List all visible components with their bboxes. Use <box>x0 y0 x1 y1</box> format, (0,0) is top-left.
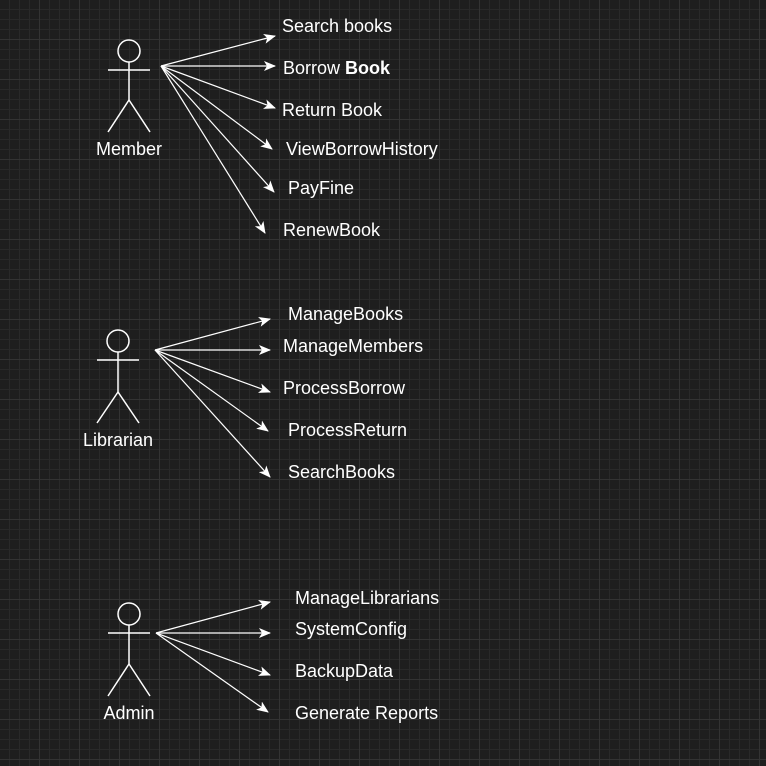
association-arrow-member-0[interactable] <box>160 33 276 67</box>
use-case-text: ManageBooks <box>288 304 404 324</box>
actor-librarian-figure <box>96 329 140 424</box>
association-arrow-member-2[interactable] <box>160 65 276 109</box>
use-case-text: Return Book <box>282 100 383 120</box>
use-case-librarian-1[interactable]: ManageMembers <box>283 336 423 356</box>
use-case-text: ProcessBorrow <box>283 378 406 398</box>
use-case-admin-1[interactable]: SystemConfig <box>295 619 407 639</box>
use-case-librarian-2[interactable]: ProcessBorrow <box>283 378 405 398</box>
actor-head <box>117 39 141 63</box>
actor-left-leg <box>107 99 130 133</box>
use-case-member-2[interactable]: Return Book <box>282 100 382 120</box>
use-case-admin-0[interactable]: ManageLibrarians <box>295 588 439 608</box>
use-case-librarian-4[interactable]: SearchBooks <box>288 462 395 482</box>
actor-head <box>106 329 130 353</box>
actor-right-leg <box>128 99 151 133</box>
use-case-text: ViewBorrowHistory <box>286 139 438 159</box>
use-case-text: ManageLibrarians <box>295 588 440 608</box>
use-case-bold-text: Book <box>345 58 391 78</box>
use-case-librarian-3[interactable]: ProcessReturn <box>288 420 407 440</box>
use-case-admin-3[interactable]: Generate Reports <box>295 703 438 723</box>
association-arrow-member-3[interactable] <box>160 65 273 150</box>
association-arrow-member-4[interactable] <box>160 65 275 193</box>
use-case-text: Generate Reports <box>295 703 439 723</box>
association-arrow-librarian-4[interactable] <box>154 349 271 478</box>
actor-admin-name[interactable]: Admin <box>103 703 155 723</box>
actor-member-name[interactable]: Member <box>95 139 163 159</box>
use-case-text: SystemConfig <box>295 619 408 639</box>
use-case-member-4[interactable]: PayFine <box>288 178 354 198</box>
association-arrow-admin-3[interactable] <box>155 632 269 713</box>
use-case-member-3[interactable]: ViewBorrowHistory <box>286 139 438 159</box>
use-case-librarian-0[interactable]: ManageBooks <box>288 304 403 324</box>
actor-admin-figure <box>107 602 151 697</box>
use-case-text: SearchBooks <box>288 462 396 482</box>
actor-head <box>117 602 141 626</box>
use-case-text: PayFine <box>288 178 355 198</box>
use-case-text: ProcessReturn <box>288 420 408 440</box>
actor-right-leg <box>128 663 151 697</box>
use-case-member-1[interactable]: Borrow Book <box>283 58 390 78</box>
association-arrow-admin-2[interactable] <box>155 632 271 676</box>
association-arrow-librarian-2[interactable] <box>154 349 271 393</box>
actor-member-figure <box>107 39 151 133</box>
use-case-text: RenewBook <box>283 220 381 240</box>
use-case-member-0[interactable]: Search books <box>282 16 392 36</box>
use-case-text: Search books <box>282 16 393 36</box>
use-case-text: ManageMembers <box>283 336 424 356</box>
use-case-text: BackupData <box>295 661 394 681</box>
association-arrow-librarian-0[interactable] <box>154 317 271 351</box>
use-case-admin-2[interactable]: BackupData <box>295 661 393 681</box>
association-arrow-admin-0[interactable] <box>155 600 271 634</box>
actor-left-leg <box>96 391 119 424</box>
use-case-text: Borrow <box>283 58 346 78</box>
association-arrow-librarian-3[interactable] <box>154 349 269 432</box>
actor-left-leg <box>107 663 130 697</box>
actor-right-leg <box>117 391 140 424</box>
actor-librarian-name[interactable]: Librarian <box>82 430 154 450</box>
use-case-member-5[interactable]: RenewBook <box>283 220 380 240</box>
association-arrow-member-5[interactable] <box>160 65 266 234</box>
